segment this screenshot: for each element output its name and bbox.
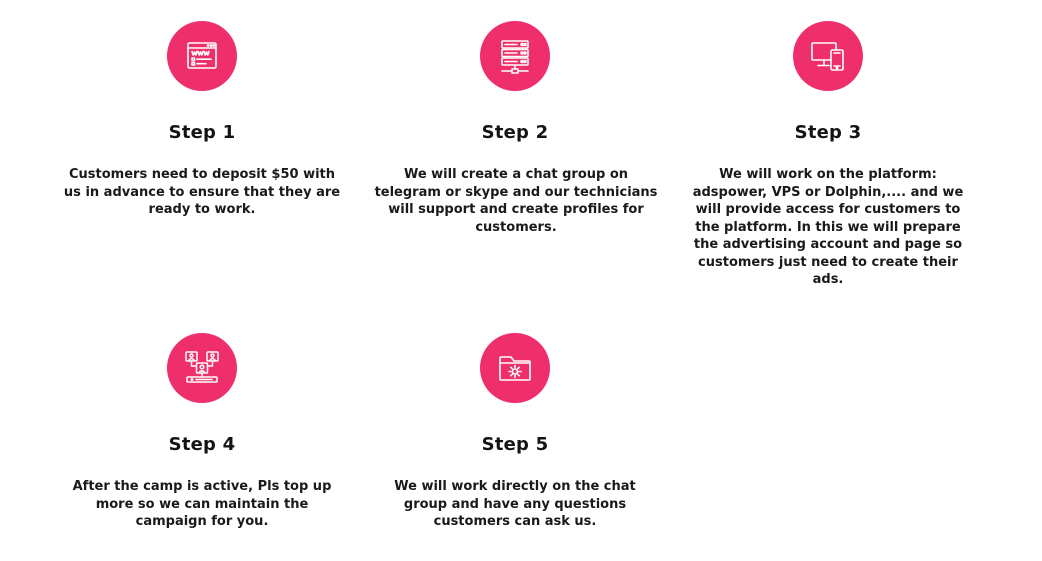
- step-1-description: Customers need to deposit $50 with us in…: [63, 167, 341, 217]
- step-card-4: Step 4 After the camp is active, Pls top…: [57, 333, 347, 531]
- step-5-description: We will work directly on the chat group …: [394, 479, 636, 529]
- step-card-5: Step 5 We will work directly on the chat…: [370, 333, 660, 531]
- step-card-1: Step 1 Customers need to deposit $50 wit…: [57, 21, 347, 219]
- folder-settings-icon: [499, 356, 531, 381]
- devices-icon: [811, 42, 844, 71]
- step-card-3: Step 3 We will work on the platform: ads…: [683, 21, 973, 289]
- server-icon: [501, 40, 529, 74]
- step-1-title: Step 1: [168, 122, 236, 143]
- step-card-2: Step 2 We will create a chat group on te…: [370, 21, 660, 236]
- step-3-icon-badge: [793, 21, 863, 91]
- step-3-description: We will work on the platform: adspower, …: [692, 167, 964, 287]
- step-4-title: Step 4: [168, 434, 236, 455]
- step-4-description: After the camp is active, Pls top up mor…: [72, 479, 332, 529]
- step-5-title: Step 5: [481, 434, 549, 455]
- step-4-icon-badge: [167, 333, 237, 403]
- step-2-title: Step 2: [481, 122, 549, 143]
- network-users-icon: [185, 351, 219, 383]
- step-3-title: Step 3: [794, 122, 862, 143]
- browser-window-icon: [187, 42, 217, 69]
- step-5-icon-badge: [480, 333, 550, 403]
- step-2-description: We will create a chat group on telegram …: [374, 167, 658, 235]
- step-2-icon-badge: [480, 21, 550, 91]
- step-1-icon-badge: [167, 21, 237, 91]
